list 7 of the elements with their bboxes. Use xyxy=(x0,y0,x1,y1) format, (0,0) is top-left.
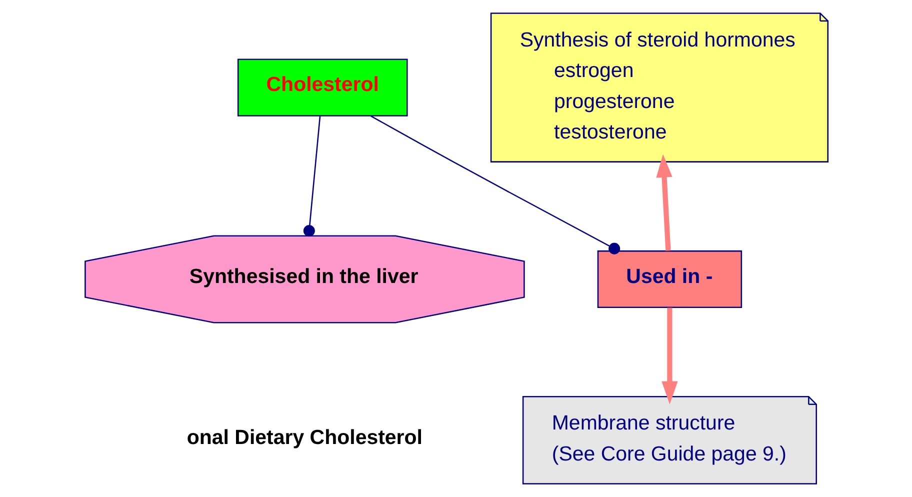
label: onal Dietary Cholesterol xyxy=(186,426,422,449)
arrow xyxy=(656,154,672,251)
arrow xyxy=(661,308,678,404)
connector xyxy=(302,116,320,237)
node-box: Cholesterol xyxy=(236,58,408,116)
node-box: Used in - xyxy=(596,250,742,308)
connector xyxy=(370,116,620,254)
